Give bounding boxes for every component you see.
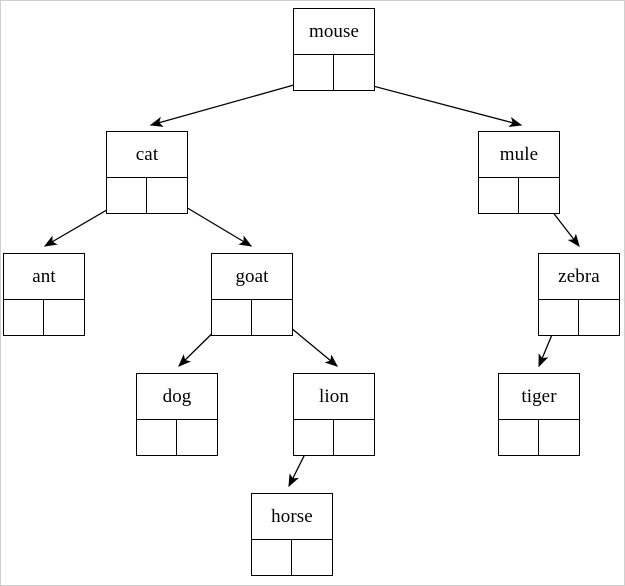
node-pointer-cells <box>479 178 559 213</box>
node-pointer-cells <box>252 540 332 575</box>
node-label: mouse <box>294 9 374 55</box>
node-pointer-cells <box>212 300 292 335</box>
tree-node-goat[interactable]: goat <box>211 253 293 336</box>
node-right-pointer-cell[interactable] <box>334 55 374 90</box>
node-right-pointer-cell[interactable] <box>147 178 187 213</box>
node-label: goat <box>212 254 292 300</box>
node-left-pointer-cell[interactable] <box>499 420 539 455</box>
tree-node-zebra[interactable]: zebra <box>538 253 620 336</box>
node-right-pointer-cell[interactable] <box>292 540 332 575</box>
tree-node-mouse[interactable]: mouse <box>293 8 375 91</box>
node-label: zebra <box>539 254 619 300</box>
node-label: dog <box>137 374 217 420</box>
tree-node-mule[interactable]: mule <box>478 131 560 214</box>
node-pointer-cells <box>499 420 579 455</box>
tree-node-horse[interactable]: horse <box>251 493 333 576</box>
node-right-pointer-cell[interactable] <box>334 420 374 455</box>
node-right-pointer-cell[interactable] <box>177 420 217 455</box>
node-right-pointer-cell[interactable] <box>519 178 559 213</box>
node-left-pointer-cell[interactable] <box>294 420 334 455</box>
node-right-pointer-cell[interactable] <box>252 300 292 335</box>
node-left-pointer-cell[interactable] <box>294 55 334 90</box>
tree-node-ant[interactable]: ant <box>3 253 85 336</box>
node-left-pointer-cell[interactable] <box>252 540 292 575</box>
tree-edge-mouse-to-mule <box>353 80 523 128</box>
tree-node-dog[interactable]: dog <box>136 373 218 456</box>
node-left-pointer-cell[interactable] <box>479 178 519 213</box>
tree-node-tiger[interactable]: tiger <box>498 373 580 456</box>
node-pointer-cells <box>294 55 374 90</box>
node-left-pointer-cell[interactable] <box>4 300 44 335</box>
node-right-pointer-cell[interactable] <box>579 300 619 335</box>
node-pointer-cells <box>294 420 374 455</box>
node-label: lion <box>294 374 374 420</box>
node-left-pointer-cell[interactable] <box>212 300 252 335</box>
node-label: horse <box>252 494 332 540</box>
node-pointer-cells <box>4 300 84 335</box>
tree-edge-mouse-to-cat <box>149 82 302 127</box>
node-label: ant <box>4 254 84 300</box>
node-pointer-cells <box>539 300 619 335</box>
node-label: mule <box>479 132 559 178</box>
tree-node-cat[interactable]: cat <box>106 131 188 214</box>
node-left-pointer-cell[interactable] <box>539 300 579 335</box>
node-left-pointer-cell[interactable] <box>107 178 147 213</box>
node-left-pointer-cell[interactable] <box>137 420 177 455</box>
node-pointer-cells <box>137 420 217 455</box>
tree-node-lion[interactable]: lion <box>293 373 375 456</box>
node-label: cat <box>107 132 187 178</box>
node-pointer-cells <box>107 178 187 213</box>
node-label: tiger <box>499 374 579 420</box>
node-right-pointer-cell[interactable] <box>539 420 579 455</box>
node-right-pointer-cell[interactable] <box>44 300 84 335</box>
